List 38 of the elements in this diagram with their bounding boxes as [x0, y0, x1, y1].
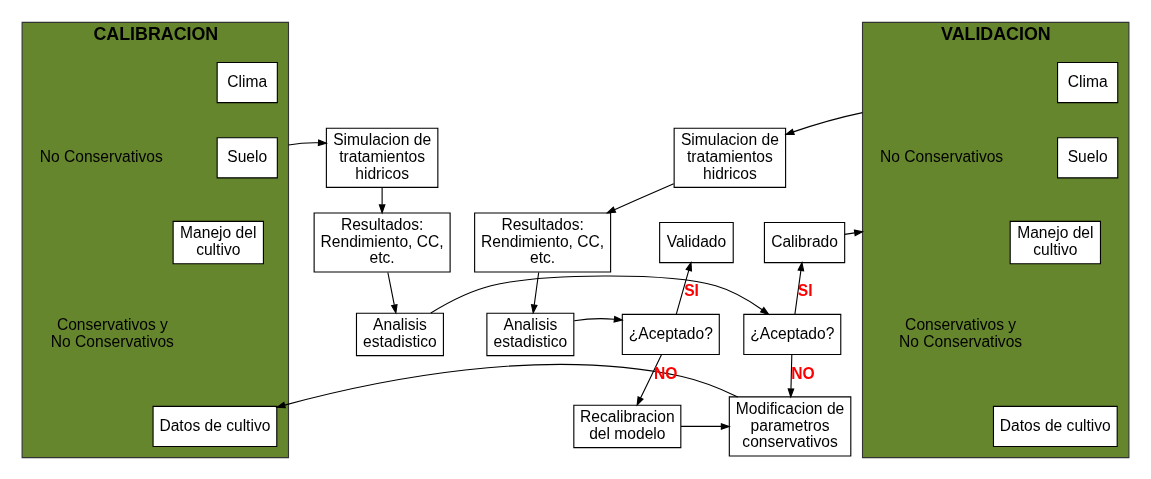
- arrow: [287, 138, 328, 146]
- node-box: Suelo: [216, 136, 278, 178]
- arrow: [430, 274, 770, 315]
- node-box: Suelo: [1057, 136, 1119, 178]
- node-box: Manejo del cultivo: [172, 220, 264, 264]
- arrow: [275, 363, 739, 408]
- node-box: Modificacion de parametros conservativos: [728, 395, 852, 456]
- node-box: Resultados: Rendimiento, CC, etc.: [474, 211, 612, 273]
- arrow: [680, 422, 731, 430]
- arrow: [605, 182, 675, 214]
- node-box: Analisis estadistico: [486, 312, 575, 356]
- arrow: [675, 260, 693, 315]
- node-box: Datos de cultivo: [992, 405, 1118, 447]
- node-box: ¿Aceptado?: [621, 313, 720, 355]
- arrow: [573, 315, 624, 323]
- node-box: Simulacion de tratamientos hidricos: [325, 127, 439, 188]
- node-box: Datos de cultivo: [152, 405, 278, 447]
- node-box: Clima: [216, 61, 278, 103]
- arrow: [387, 271, 398, 314]
- node-box: Clima: [1057, 61, 1119, 103]
- arrow: [844, 228, 865, 236]
- node-box: ¿Aceptado?: [743, 313, 842, 355]
- node-box: Simulacion de tratamientos hidricos: [673, 127, 787, 188]
- arrow: [794, 260, 805, 315]
- node-box: Resultados: Rendimiento, CC, etc.: [313, 211, 451, 273]
- node-box: Recalibracion del modelo: [573, 404, 682, 448]
- node-box: Analisis estadistico: [355, 312, 444, 356]
- node-box: Manejo del cultivo: [1009, 220, 1102, 264]
- arrow: [784, 111, 864, 135]
- arrow: [530, 271, 540, 314]
- arrow: [378, 186, 386, 214]
- arrow: [787, 353, 795, 398]
- edge-label: SI: [797, 281, 813, 299]
- arrow: [636, 353, 663, 407]
- node-box: Validado: [659, 221, 734, 263]
- edge-label: NO: [791, 364, 815, 382]
- node-box: Calibrado: [763, 221, 846, 263]
- edge-label: SI: [684, 281, 699, 299]
